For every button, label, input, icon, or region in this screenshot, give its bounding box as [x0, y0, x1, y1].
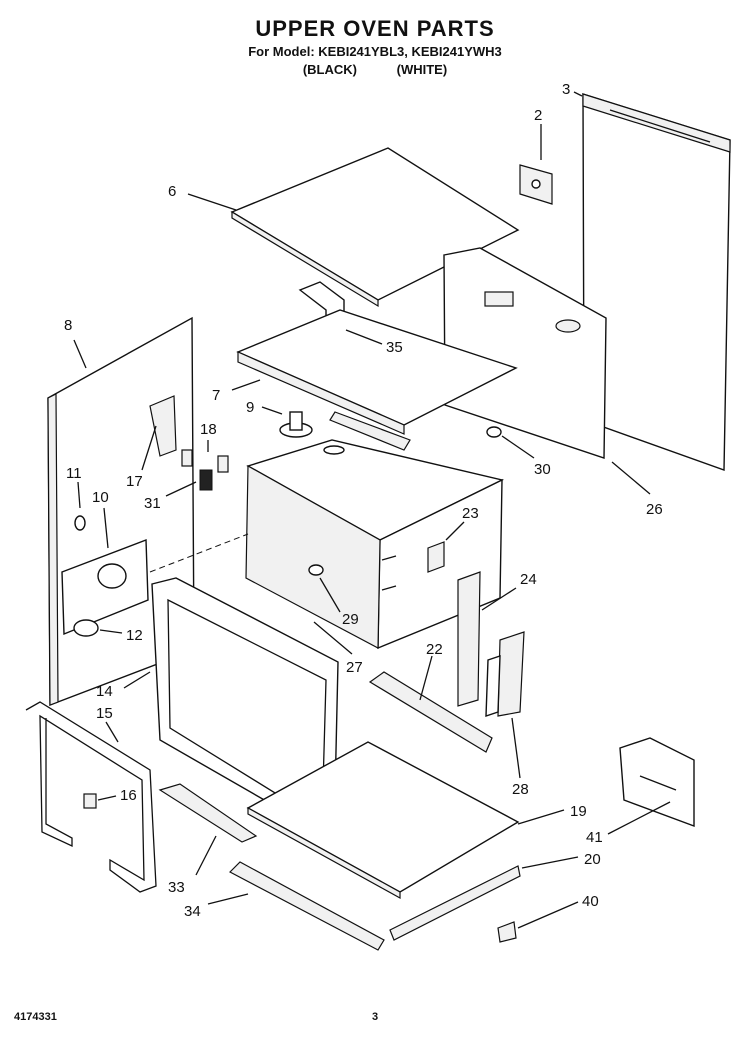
callout-12: 12	[126, 627, 143, 644]
page-number: 3	[372, 1011, 379, 1023]
part-vent-box	[619, 737, 695, 828]
callout-3: 3	[562, 81, 570, 98]
callout-41: 41	[586, 829, 603, 846]
callout-6: 6	[168, 183, 176, 200]
part-rail-20	[389, 865, 521, 941]
variant-white: (WHITE)	[396, 62, 448, 77]
part-grommet	[486, 426, 502, 438]
part-clip	[497, 921, 517, 943]
model-line: For Model: KEBI241YBL3, KEBI241YWH3	[248, 44, 502, 59]
part-hinge-bracket	[149, 395, 177, 457]
callout-33: 33	[168, 879, 185, 896]
page-title: UPPER OVEN PARTS	[255, 16, 495, 41]
part-small-plate	[427, 541, 445, 573]
callout-27: 27	[346, 659, 363, 676]
callout-11: 11	[66, 465, 82, 482]
callout-35: 35	[386, 339, 403, 356]
part-door-gasket	[25, 701, 157, 893]
part-side-panel-right	[582, 93, 731, 471]
callout-16: 16	[120, 787, 137, 804]
part-bottom-panel	[246, 741, 520, 900]
callout-22: 22	[426, 641, 443, 658]
callout-29: 29	[342, 611, 359, 628]
callout-labels: 3 2 6 35 8 7 9 18 30 26 17 11 10 31 23 2…	[64, 81, 663, 920]
callout-8: 8	[64, 317, 72, 334]
callout-28: 28	[512, 781, 529, 798]
callout-31: 31	[144, 495, 161, 512]
variant-black: (BLACK)	[302, 62, 357, 77]
part-rail-22	[368, 671, 493, 753]
callout-40: 40	[582, 893, 599, 910]
part-bracket-small	[519, 164, 553, 205]
part-cavity-top	[236, 309, 518, 451]
callout-17: 17	[126, 473, 143, 490]
document-number: 4174331	[14, 1011, 57, 1023]
part-rail-34	[229, 861, 385, 951]
callout-10: 10	[92, 489, 109, 506]
callout-14: 14	[96, 683, 113, 700]
leader-lines	[73, 91, 671, 929]
callout-7: 7	[212, 387, 220, 404]
callout-34: 34	[184, 903, 201, 920]
callout-24: 24	[520, 571, 537, 588]
callout-26: 26	[646, 501, 663, 518]
callout-2: 2	[534, 107, 542, 124]
callout-20: 20	[584, 851, 601, 868]
part-front-trim	[158, 783, 258, 843]
callout-19: 19	[570, 803, 587, 820]
callout-30: 30	[534, 461, 551, 478]
part-switch-pair	[181, 449, 229, 491]
part-light-assembly	[61, 515, 249, 637]
callout-18: 18	[200, 421, 217, 438]
part-door-latch	[485, 631, 525, 717]
callout-23: 23	[462, 505, 479, 522]
part-sensor	[279, 411, 313, 438]
callout-9: 9	[246, 399, 254, 416]
callout-15: 15	[96, 705, 113, 722]
part-vertical-bracket	[457, 571, 481, 707]
